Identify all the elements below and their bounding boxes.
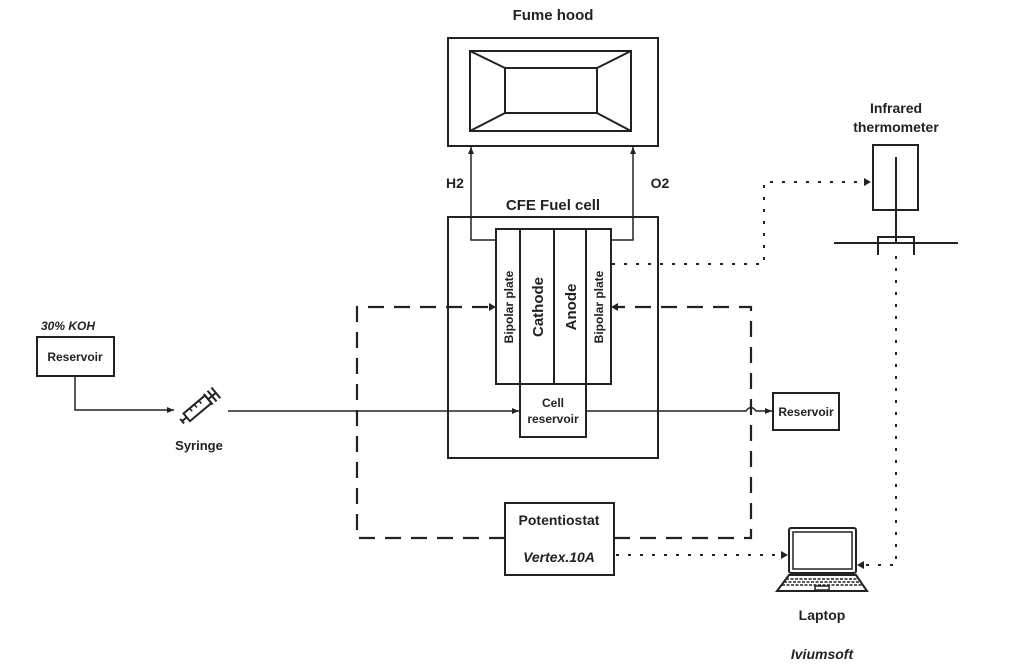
o2-label: O2 [651, 175, 670, 191]
potentiostat-label: Potentiostat [519, 512, 600, 528]
arrow-head [857, 561, 864, 569]
cell-to-outlet-line [586, 406, 772, 414]
thermometer-label-line1: Infrared [870, 100, 922, 116]
syringe-label: Syringe [175, 438, 223, 453]
anode-label: Anode [563, 284, 580, 331]
koh-to-syringe-line [74, 376, 174, 413]
potentiostat-box [504, 502, 615, 576]
cell-to-thermometer-signal [612, 181, 866, 265]
fuel-cell-housing [447, 216, 659, 459]
fume-hood-label: Fume hood [513, 7, 594, 24]
cell-reservoir-label-line2: reservoir [527, 412, 579, 426]
laptop-icon [775, 527, 869, 592]
fuel-cell: CFE Fuel cell Bipolar plate Cathode Anod… [447, 197, 659, 459]
arrow-head [781, 551, 788, 559]
cell-reservoir [519, 383, 587, 438]
thermometer-to-laptop-signal [862, 256, 897, 566]
bipolar-plate-right-label: Bipolar plate [592, 270, 606, 343]
koh-feed: 30% KOH Reservoir Syringe [36, 319, 223, 453]
arrow-head [611, 303, 618, 311]
koh-reservoir-label: Reservoir [47, 350, 103, 364]
fuel-cell-label: CFE Fuel cell [506, 197, 600, 214]
cell-reservoir-label-line1: Cell [542, 396, 564, 410]
fume-hood-perspective-line [596, 50, 632, 69]
outlet-reservoir: Reservoir [772, 392, 840, 431]
potentiostat-lead-right [613, 305, 753, 540]
arrow-head [489, 303, 496, 311]
syringe-icon [179, 386, 222, 425]
potentiostat: Potentiostat Vertex.10A [504, 502, 615, 576]
infrared-thermometer: Infrared thermometer [834, 100, 958, 255]
fume-hood-outer-frame [447, 37, 659, 147]
thermometer-label-line2: thermometer [853, 119, 939, 135]
h2-label: H2 [446, 175, 464, 191]
software-label: Iviumsoft [791, 646, 855, 662]
laptop-label: Laptop [799, 607, 846, 623]
h2-line [468, 147, 496, 241]
cathode-label: Cathode [530, 277, 547, 337]
gas-lines: H2 O2 [446, 147, 670, 241]
fume-hood-perspective-line [469, 50, 506, 69]
fume-hood-perspective-line [469, 112, 506, 132]
fume-hood-perspective-line [596, 112, 632, 132]
potentiostat-model: Vertex.10A [523, 549, 595, 565]
fume-hood: Fume hood [447, 7, 659, 147]
thermometer-bracket [877, 236, 915, 255]
outlet-reservoir-label: Reservoir [778, 405, 834, 419]
outlet-reservoir-box [772, 392, 840, 431]
potentiostat-lead-left [355, 305, 505, 540]
bipolar-plate-left-label: Bipolar plate [502, 270, 516, 343]
arrow-head [864, 178, 871, 186]
koh-caption: 30% KOH [41, 319, 95, 333]
fume-hood-opening [504, 67, 598, 114]
o2-line [611, 147, 636, 241]
fume-hood-inner-frame [469, 50, 632, 132]
